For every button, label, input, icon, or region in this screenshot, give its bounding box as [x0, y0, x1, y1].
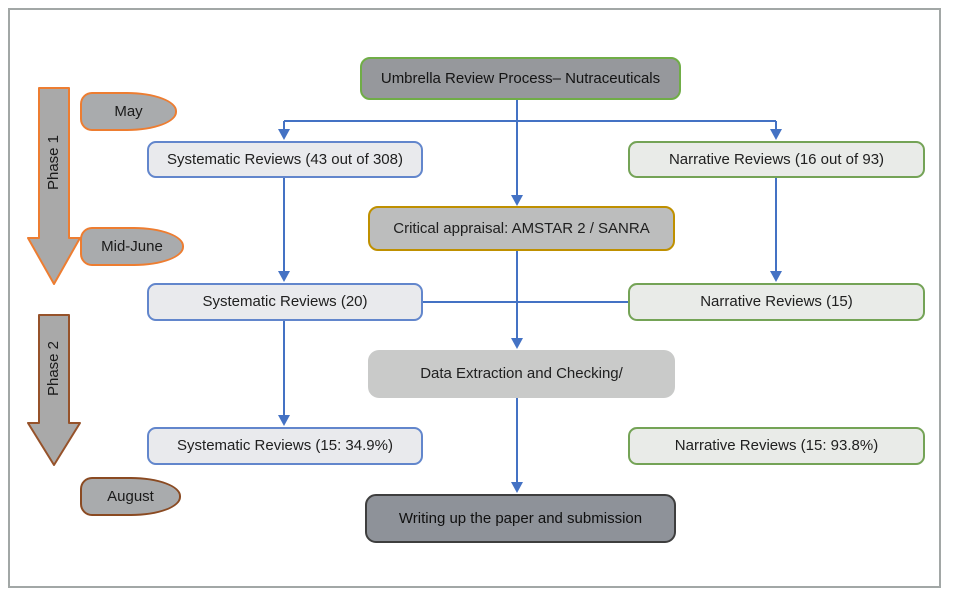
- narrative-initial-node: Narrative Reviews (16 out of 93): [628, 141, 925, 178]
- timeline-pill-august: August: [80, 477, 181, 516]
- timeline-pill-mid-june: Mid-June: [80, 227, 184, 266]
- phase2-arrow: Phase 2: [27, 314, 81, 466]
- systematic-initial-node: Systematic Reviews (43 out of 308): [147, 141, 423, 178]
- timeline-mid-june-label: Mid-June: [101, 238, 163, 255]
- title-node: Umbrella Review Process– Nutraceuticals: [360, 57, 681, 100]
- timeline-pill-may: May: [80, 92, 177, 131]
- data-extraction-node: Data Extraction and Checking/: [368, 350, 675, 398]
- timeline-may-label: May: [114, 103, 143, 120]
- narrative-final-node: Narrative Reviews (15: 93.8%): [628, 427, 925, 465]
- critical-appraisal-node: Critical appraisal: AMSTAR 2 / SANRA: [368, 206, 675, 251]
- writing-submission-node: Writing up the paper and submission: [365, 494, 676, 543]
- phase2-label: Phase 2: [45, 340, 63, 396]
- phase1-label: Phase 1: [45, 134, 63, 190]
- phase1-arrow: Phase 1: [27, 87, 81, 285]
- narrative-appraised-node: Narrative Reviews (15): [628, 283, 925, 321]
- systematic-final-node: Systematic Reviews (15: 34.9%): [147, 427, 423, 465]
- diagram-frame: [8, 8, 941, 588]
- timeline-august-label: August: [107, 488, 154, 505]
- phase2-arrow-shape: [27, 314, 81, 466]
- phase1-arrow-shape: [27, 87, 81, 285]
- systematic-appraised-node: Systematic Reviews (20): [147, 283, 423, 321]
